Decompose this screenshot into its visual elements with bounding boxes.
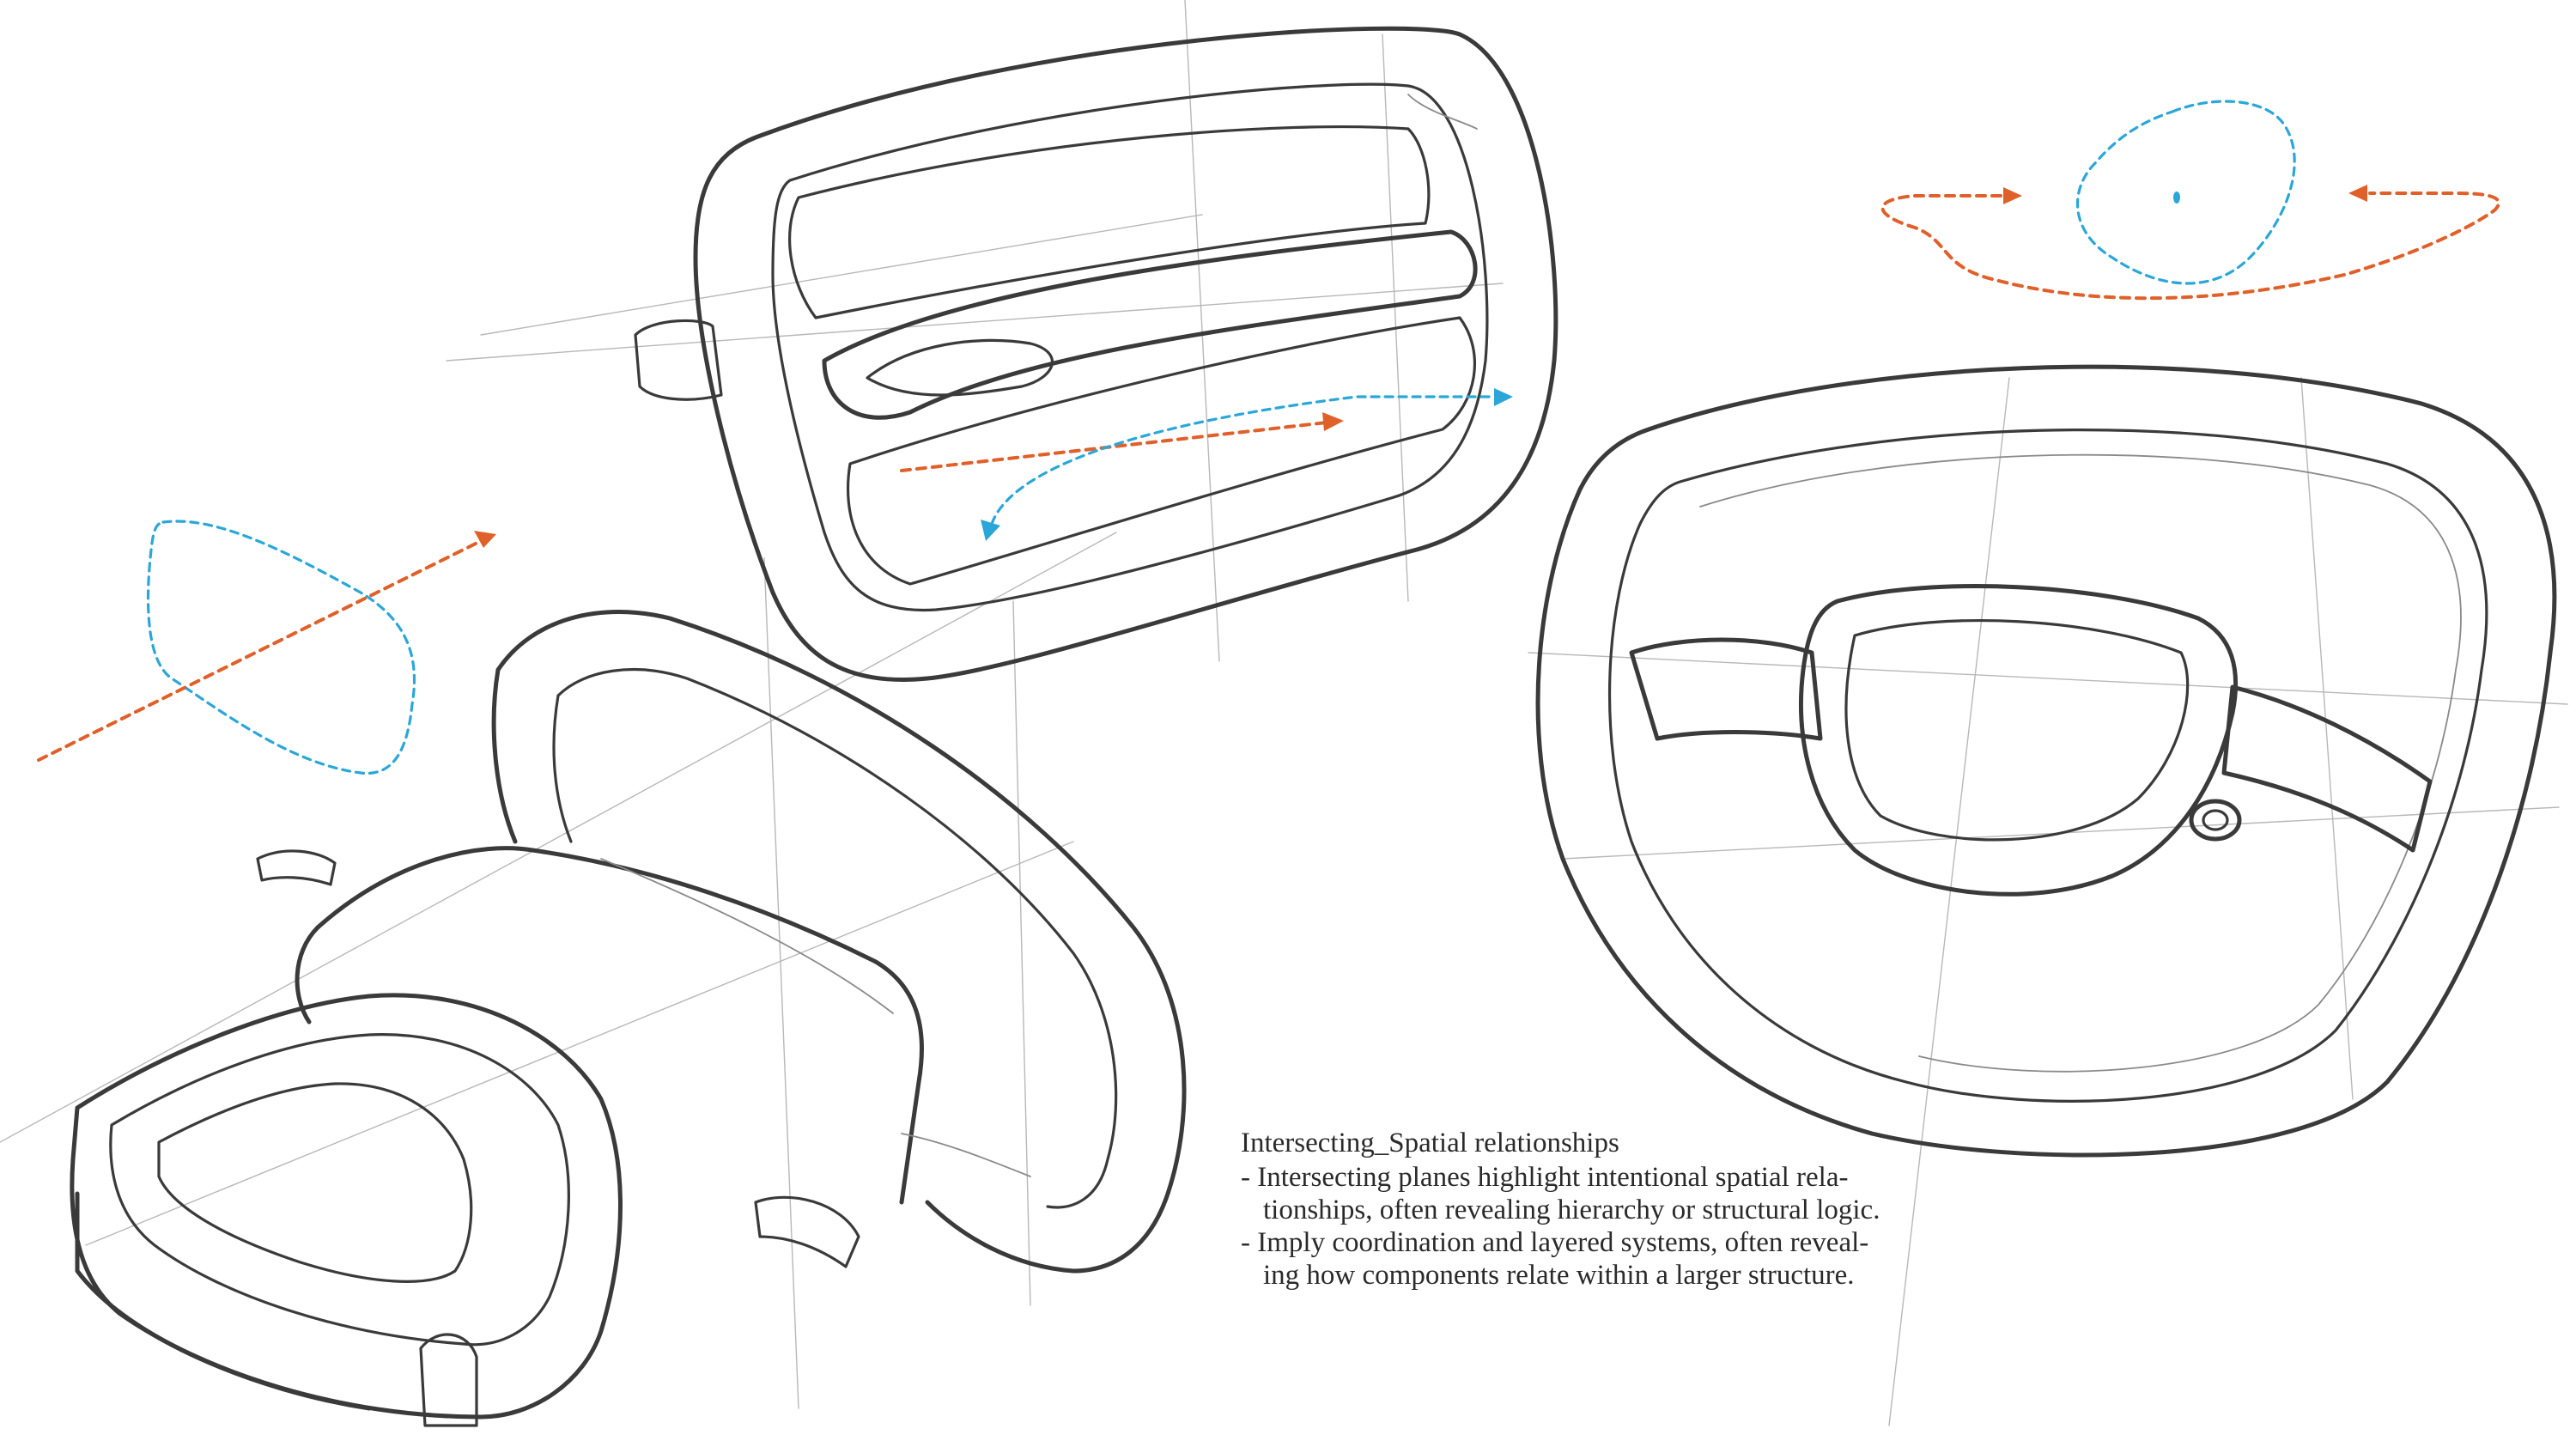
handle-sketch-top — [634, 26, 1558, 682]
direction-arrow-icon — [900, 412, 1344, 472]
intersecting-plane — [146, 520, 416, 775]
push-arrow — [37, 531, 496, 762]
caption-bullet-1: - Intersecting planes highlight intentio… — [1241, 1161, 2065, 1226]
handle-box-sketch — [70, 610, 1187, 1427]
caption-bullet-1-line-2: tionships, often revealing hierarchy or … — [1263, 1195, 1880, 1225]
orbit-arrows-icon — [981, 388, 1513, 541]
caption-bullet-2: - Imply coordination and layered systems… — [1241, 1226, 2065, 1292]
caption-block: Intersecting_Spatial relationships - Int… — [1241, 1127, 2065, 1326]
caption-bullet-1-line-1: - Intersecting planes highlight intentio… — [1241, 1162, 1849, 1193]
rotation-diagram — [1880, 100, 2500, 301]
caption-title: Intersecting_Spatial relationships — [1241, 1128, 1619, 1158]
caption-bullet-2-line-1: - Imply coordination and layered systems… — [1241, 1227, 1869, 1258]
caption-bullet-2-line-2: ing how components relate within a large… — [1263, 1260, 1855, 1291]
steering-wheel-sketch — [1535, 364, 2557, 1158]
